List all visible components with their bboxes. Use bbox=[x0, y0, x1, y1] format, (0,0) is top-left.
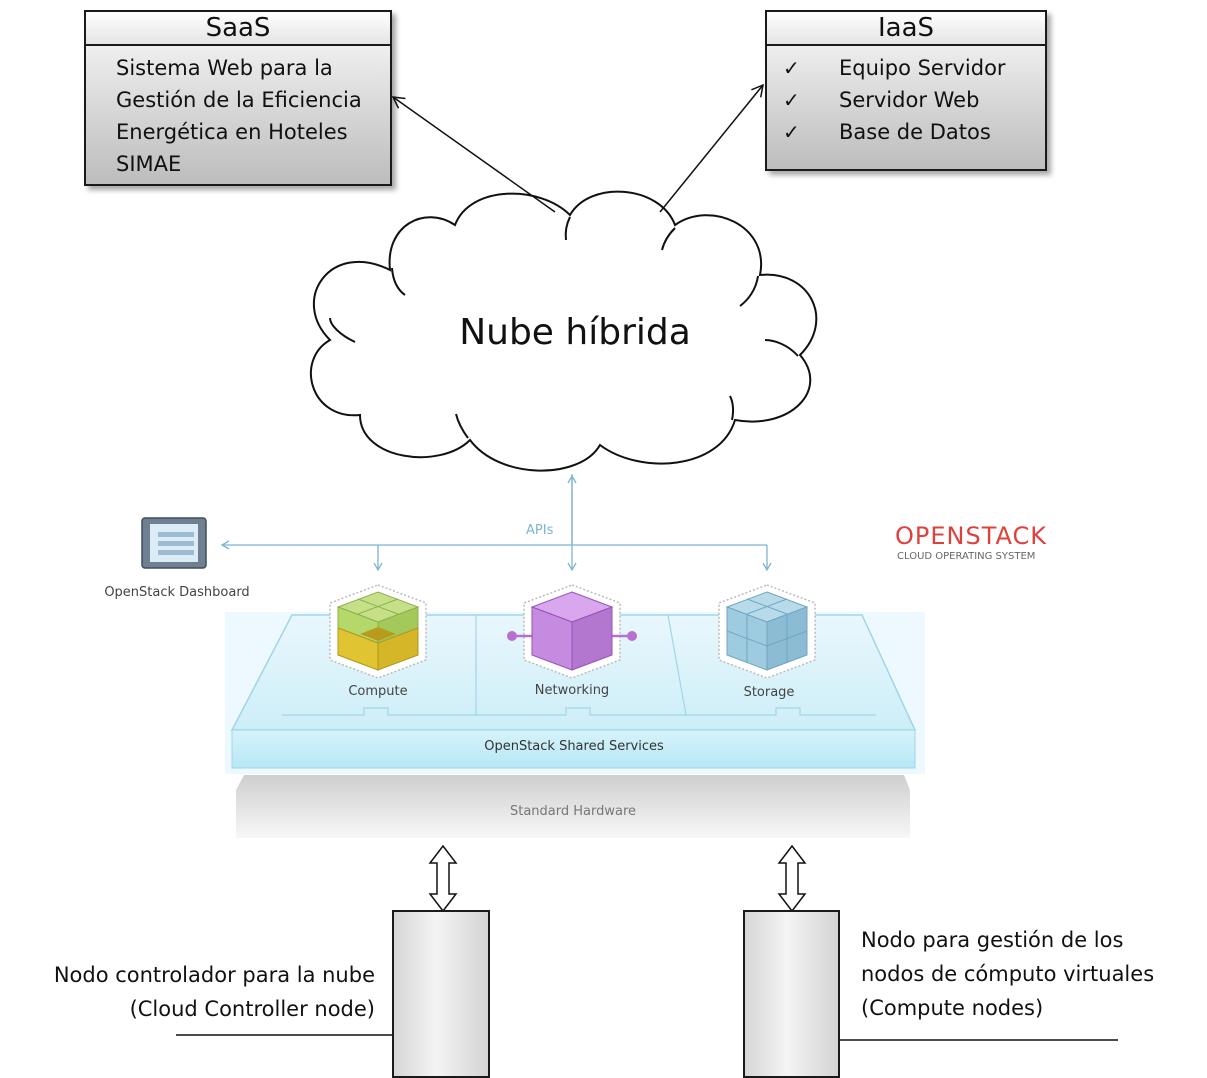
dashboard-icon bbox=[141, 517, 207, 569]
api-lines bbox=[220, 474, 772, 572]
standard-hardware-shape bbox=[236, 775, 910, 838]
check-icon: ✓ bbox=[783, 88, 800, 112]
controller-node-line: (Cloud Controller node) bbox=[129, 997, 375, 1021]
arrow-to-saas bbox=[391, 96, 556, 213]
saas-title: SaaS bbox=[86, 12, 390, 46]
check-icon: ✓ bbox=[783, 120, 800, 144]
iaas-item-label: Base de Datos bbox=[839, 120, 991, 144]
shared-services-bar bbox=[231, 729, 916, 769]
check-icon: ✓ bbox=[783, 56, 800, 80]
controller-node-box bbox=[392, 910, 490, 1078]
saas-line: Gestión de la Eficiencia bbox=[116, 88, 362, 112]
compute-icon bbox=[329, 584, 427, 679]
double-arrow-compute bbox=[777, 844, 807, 913]
saas-box: SaaS Sistema Web para la Gestión de la E… bbox=[84, 10, 392, 186]
saas-line: Energética en Hoteles bbox=[116, 120, 348, 144]
arrow-to-iaas bbox=[659, 83, 764, 213]
compute-node-line: Nodo para gestión de los bbox=[861, 928, 1124, 952]
networking-icon bbox=[507, 584, 637, 679]
dashboard-label: OpenStack Dashboard bbox=[104, 585, 250, 600]
cloud-label: Nube híbrida bbox=[459, 312, 691, 353]
compute-node-text: Nodo para gestión de los nodos de cómput… bbox=[861, 923, 1201, 1025]
iaas-box: IaaS ✓ Equipo Servidor ✓ Servidor Web ✓ Bas… bbox=[765, 10, 1047, 171]
iaas-item: ✓ Servidor Web bbox=[767, 84, 1045, 116]
standard-hardware-label: Standard Hardware bbox=[509, 804, 637, 819]
iaas-title: IaaS bbox=[767, 12, 1045, 46]
apis-label: APIs bbox=[526, 523, 554, 538]
networking-label: Networking bbox=[534, 683, 610, 698]
iaas-item-label: Servidor Web bbox=[839, 88, 980, 112]
compute-node-line: (Compute nodes) bbox=[861, 996, 1044, 1020]
compute-node-line: nodos de cómputo virtuales bbox=[861, 962, 1155, 986]
controller-node-line: Nodo controlador para la nube bbox=[53, 963, 375, 987]
shared-services-label: OpenStack Shared Services bbox=[484, 739, 664, 754]
compute-node-box bbox=[743, 910, 840, 1078]
storage-icon bbox=[718, 584, 816, 679]
hybrid-cloud bbox=[309, 190, 818, 472]
storage-label: Storage bbox=[743, 685, 795, 700]
iaas-list: ✓ Equipo Servidor ✓ Servidor Web ✓ Base de … bbox=[767, 46, 1045, 148]
openstack-brand: OPENSTACK bbox=[895, 522, 1048, 550]
compute-label: Compute bbox=[348, 684, 408, 699]
controller-node-text: Nodo controlador para la nube (Cloud Con… bbox=[10, 958, 375, 1026]
openstack-subtitle: CLOUD OPERATING SYSTEM bbox=[897, 551, 1036, 562]
saas-description: Sistema Web para la Gestión de la Eficie… bbox=[86, 46, 390, 180]
saas-line: SIMAE bbox=[116, 152, 182, 176]
double-arrow-controller bbox=[428, 844, 458, 913]
iaas-item-label: Equipo Servidor bbox=[839, 56, 1006, 80]
iaas-item: ✓ Equipo Servidor bbox=[767, 52, 1045, 84]
iaas-item: ✓ Base de Datos bbox=[767, 116, 1045, 148]
saas-line: Sistema Web para la bbox=[116, 56, 333, 80]
